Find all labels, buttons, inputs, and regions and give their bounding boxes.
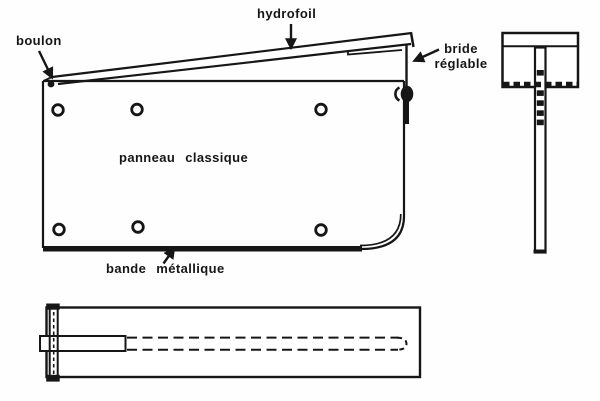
strut-bolt <box>536 100 544 106</box>
bride-reglable-arrow <box>412 48 440 63</box>
strut-bolt <box>536 110 544 116</box>
panel-hole <box>314 102 328 117</box>
hydrofoil-blade-bottom-line <box>57 42 412 86</box>
panel-corner-inner-line <box>359 213 402 247</box>
bolt-dot <box>47 80 55 88</box>
callout-arrows <box>37 24 440 265</box>
panel-hole <box>51 103 65 117</box>
hydrofoil-blade-top-line <box>51 31 413 79</box>
clamp-bracket-line <box>347 49 403 56</box>
bride-washer-ring <box>394 86 401 102</box>
strut-bottom-cap <box>533 249 547 254</box>
panneau-classique-label: panneau classique <box>119 150 249 165</box>
metal-band-bottom-edge <box>43 246 362 252</box>
bride-bolt-head <box>400 85 414 103</box>
strut-bolt <box>536 119 544 126</box>
strut-bolt <box>536 90 544 96</box>
boulon-arrow <box>37 50 54 80</box>
section-strut <box>533 46 547 254</box>
panel-hole <box>52 222 66 237</box>
panel-hole <box>131 220 145 234</box>
bride-reglable-label-line2: réglable <box>434 56 488 71</box>
panel-hole <box>314 223 328 237</box>
panel-hole <box>130 102 144 117</box>
plan-strut-hidden-end-dashed <box>396 336 408 351</box>
boulon-label: boulon <box>16 33 62 48</box>
bande-metallique-arrow <box>162 246 176 265</box>
bride-reglable-label-line1: bride <box>444 41 478 56</box>
plan-strut-visible <box>39 335 127 352</box>
panel-right-edge-rounded-corner <box>360 81 406 251</box>
strut-bolt <box>536 70 544 76</box>
plan-clamp-bottom-cap <box>46 374 60 382</box>
hydrofoil-label: hydrofoil <box>257 6 317 21</box>
bottom-plan-view <box>39 303 422 382</box>
end-cross-section-view <box>501 31 580 254</box>
main-side-view <box>41 31 415 252</box>
bride-reglable-label: bride réglable <box>424 41 498 71</box>
bande-metallique-label: bande métallique <box>106 261 225 276</box>
plan-clamp-top-cap <box>46 303 60 310</box>
hydrofoil-end-cap <box>409 32 415 48</box>
